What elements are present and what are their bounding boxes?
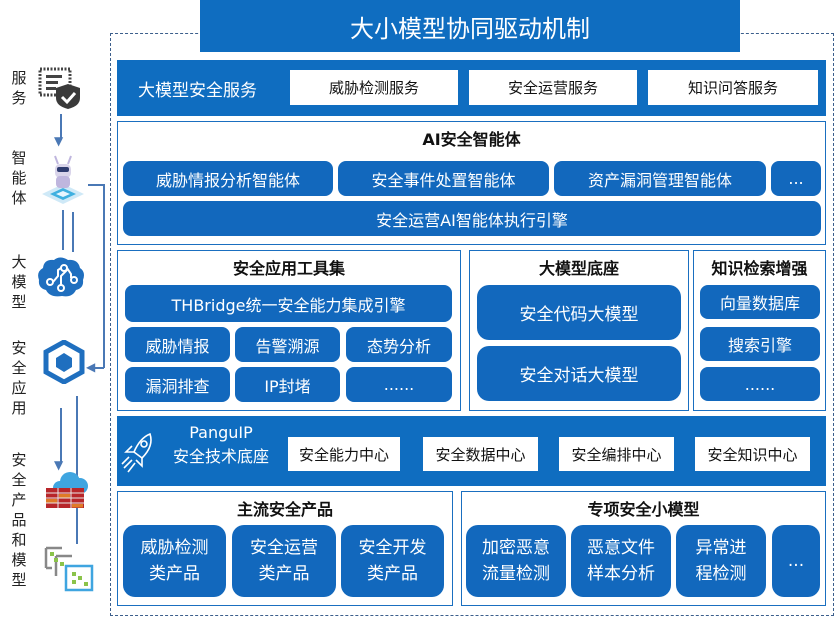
service-threat-detection[interactable]: 威胁检测服务 xyxy=(290,70,458,105)
service-knowledge-qa[interactable]: 知识问答服务 xyxy=(648,70,818,105)
agent-asset-vuln[interactable]: 资产漏洞管理智能体 xyxy=(554,161,766,196)
product-line2: 类产品 xyxy=(258,564,310,584)
product-line1: 安全运营 xyxy=(250,538,318,558)
center-data[interactable]: 安全数据中心 xyxy=(423,437,538,471)
product-security-ops[interactable]: 安全运营 类产品 xyxy=(232,525,336,597)
tool-ip-block[interactable]: IP封堵 xyxy=(235,367,340,402)
side-label-service: 服务 xyxy=(11,69,27,107)
kr-vector-db[interactable]: 向量数据库 xyxy=(700,285,820,319)
rocket-icon xyxy=(120,430,156,474)
agent-execution-engine[interactable]: 安全运营AI智能体执行引擎 xyxy=(123,201,821,236)
model-line2: 程检测 xyxy=(695,564,747,584)
connector-line xyxy=(103,184,105,368)
services-label: 大模型安全服务 xyxy=(138,80,257,101)
model-security-dialog[interactable]: 安全对话大模型 xyxy=(477,346,681,401)
thbridge-engine[interactable]: THBridge统一安全能力集成引擎 xyxy=(125,285,452,322)
connector-line-down xyxy=(62,210,64,250)
kr-search-engine[interactable]: 搜索引擎 xyxy=(700,327,820,361)
tools-title: 安全应用工具集 xyxy=(232,259,345,278)
connector-line xyxy=(76,396,78,544)
arrow-down-icon: ▼ xyxy=(54,134,64,148)
agent-more[interactable]: ... xyxy=(771,161,821,196)
connector-line xyxy=(88,367,104,369)
model-line2: 样本分析 xyxy=(587,564,655,584)
connector-line xyxy=(60,408,62,464)
shield-check-document-icon xyxy=(38,66,82,110)
pangu-label: PanguIP 安全技术底座 xyxy=(160,421,282,479)
tool-more[interactable]: ...... xyxy=(346,367,452,402)
product-line1: 威胁检测 xyxy=(140,538,209,558)
agent-threat-intel[interactable]: 威胁情报分析智能体 xyxy=(123,161,333,196)
brain-circuit-icon xyxy=(36,256,86,300)
model-abnormal-process[interactable]: 异常进 程检测 xyxy=(676,525,766,597)
model-line2: 流量检测 xyxy=(482,564,550,584)
center-capability[interactable]: 安全能力中心 xyxy=(288,437,400,471)
model-malware-sample[interactable]: 恶意文件 样本分析 xyxy=(571,525,671,597)
tool-situation-analysis[interactable]: 态势分析 xyxy=(346,327,452,362)
center-knowledge[interactable]: 安全知识中心 xyxy=(695,437,810,471)
connector-line xyxy=(60,114,62,140)
hexagon-cube-icon xyxy=(42,339,86,385)
center-orchestration[interactable]: 安全编排中心 xyxy=(559,437,674,471)
arrow-left-icon: ◀ xyxy=(86,360,96,374)
model-line1: 异常进 xyxy=(695,538,747,558)
service-security-ops[interactable]: 安全运营服务 xyxy=(469,70,637,105)
tool-alert-trace[interactable]: 告警溯源 xyxy=(235,327,340,362)
model-security-code[interactable]: 安全代码大模型 xyxy=(477,285,681,340)
code-brackets-icon xyxy=(44,546,96,592)
agent-incident-response[interactable]: 安全事件处置智能体 xyxy=(338,161,549,196)
robot-chip-icon xyxy=(40,152,86,210)
product-line1: 安全开发 xyxy=(358,538,427,558)
tool-vuln-scan[interactable]: 漏洞排查 xyxy=(125,367,230,402)
knowledge-retrieval-title: 知识检索增强 xyxy=(711,259,808,278)
side-label-products: 安全产品和模型 xyxy=(11,451,27,589)
product-line2: 类产品 xyxy=(367,564,418,584)
model-base-title: 大模型底座 xyxy=(538,259,619,278)
kr-more[interactable]: ...... xyxy=(700,367,820,401)
side-label-llm: 大模型 xyxy=(11,253,27,311)
product-line2: 类产品 xyxy=(149,564,200,584)
product-threat-detection[interactable]: 威胁检测 类产品 xyxy=(123,525,226,597)
model-line1: 恶意文件 xyxy=(587,538,655,558)
small-models-title: 专项安全小模型 xyxy=(587,500,700,519)
side-label-app: 安全应用 xyxy=(11,339,27,417)
ai-agent-title: AI安全智能体 xyxy=(422,130,521,149)
model-encrypted-traffic[interactable]: 加密恶意 流量检测 xyxy=(466,525,566,597)
cloud-firewall-icon xyxy=(44,470,90,510)
model-line1: 加密恶意 xyxy=(482,538,550,558)
connector-line-up xyxy=(72,212,74,252)
diagram-title: 大小模型协同驱动机制 xyxy=(200,0,740,52)
product-security-dev[interactable]: 安全开发 类产品 xyxy=(341,525,444,597)
products-title: 主流安全产品 xyxy=(236,500,333,519)
pangu-subtitle: 安全技术底座 xyxy=(172,447,269,466)
model-more[interactable]: ... xyxy=(772,525,820,597)
tool-threat-intel[interactable]: 威胁情报 xyxy=(125,327,230,362)
arrow-down-icon: ▼ xyxy=(54,458,64,472)
connector-line xyxy=(88,184,104,186)
side-label-agent: 智能体 xyxy=(11,149,27,207)
pangu-name: PanguIP xyxy=(189,423,253,442)
